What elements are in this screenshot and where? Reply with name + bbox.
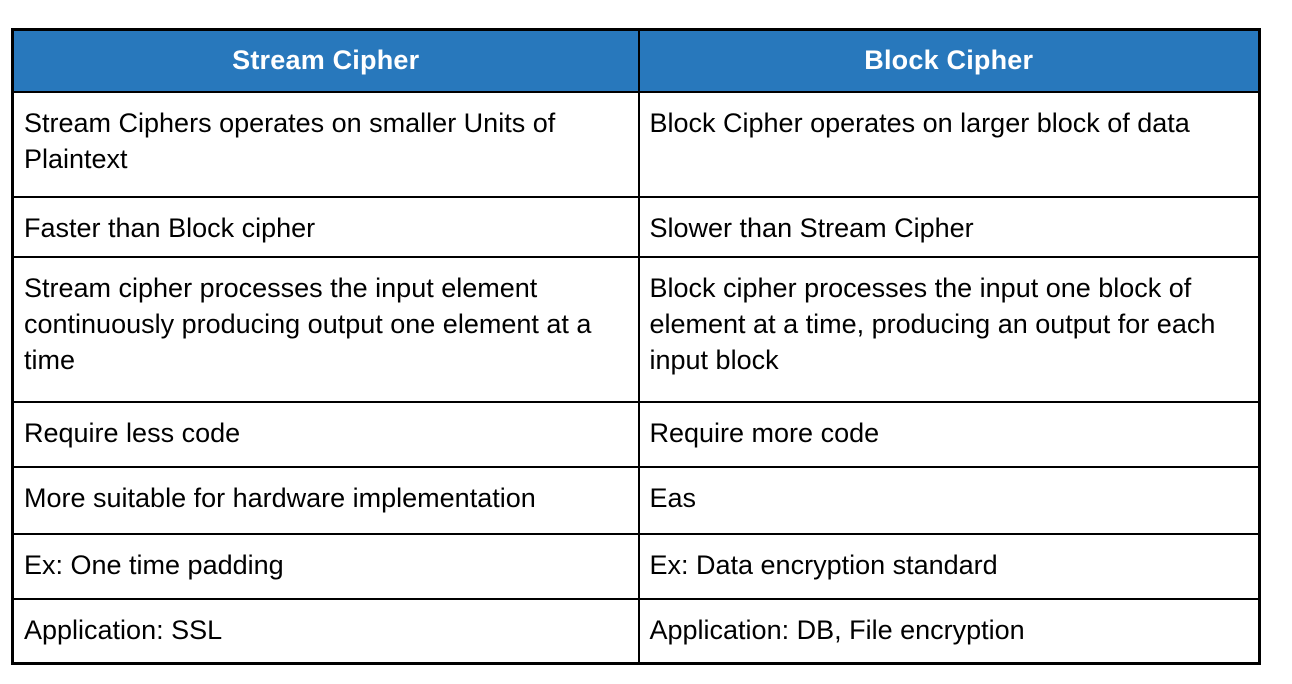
table-cell: More suitable for hardware implementatio… [11,465,640,535]
table-cell: Require more code [637,400,1261,468]
table-row: Faster than Block cipher Slower than Str… [11,195,1261,258]
table-cell: Require less code [11,400,640,468]
table-row: Stream Ciphers operates on smaller Units… [11,90,1261,198]
column-header-block-cipher: Block Cipher [637,28,1261,93]
table-cell: Application: DB, File encryption [637,597,1261,665]
table-row: Stream cipher processes the input elemen… [11,255,1261,403]
table-cell: Slower than Stream Cipher [637,195,1261,258]
table-cell: Block cipher processes the input one blo… [637,255,1261,403]
column-header-stream-cipher: Stream Cipher [11,28,640,93]
table-row: Application: SSL Application: DB, File e… [11,597,1261,665]
table-row: More suitable for hardware implementatio… [11,465,1261,535]
table-cell: Faster than Block cipher [11,195,640,258]
table-row: Ex: One time padding Ex: Data encryption… [11,532,1261,600]
table-cell: Stream cipher processes the input elemen… [11,255,640,403]
cipher-comparison-table: Stream Cipher Block Cipher Stream Cipher… [11,28,1261,665]
table-row: Require less code Require more code [11,400,1261,468]
table-cell: Ex: One time padding [11,532,640,600]
table-header-row: Stream Cipher Block Cipher [11,28,1261,93]
table-cell: Eas [637,465,1261,535]
table-cell: Ex: Data encryption standard [637,532,1261,600]
table-cell: Block Cipher operates on larger block of… [637,90,1261,198]
table-cell: Stream Ciphers operates on smaller Units… [11,90,640,198]
table-cell: Application: SSL [11,597,640,665]
